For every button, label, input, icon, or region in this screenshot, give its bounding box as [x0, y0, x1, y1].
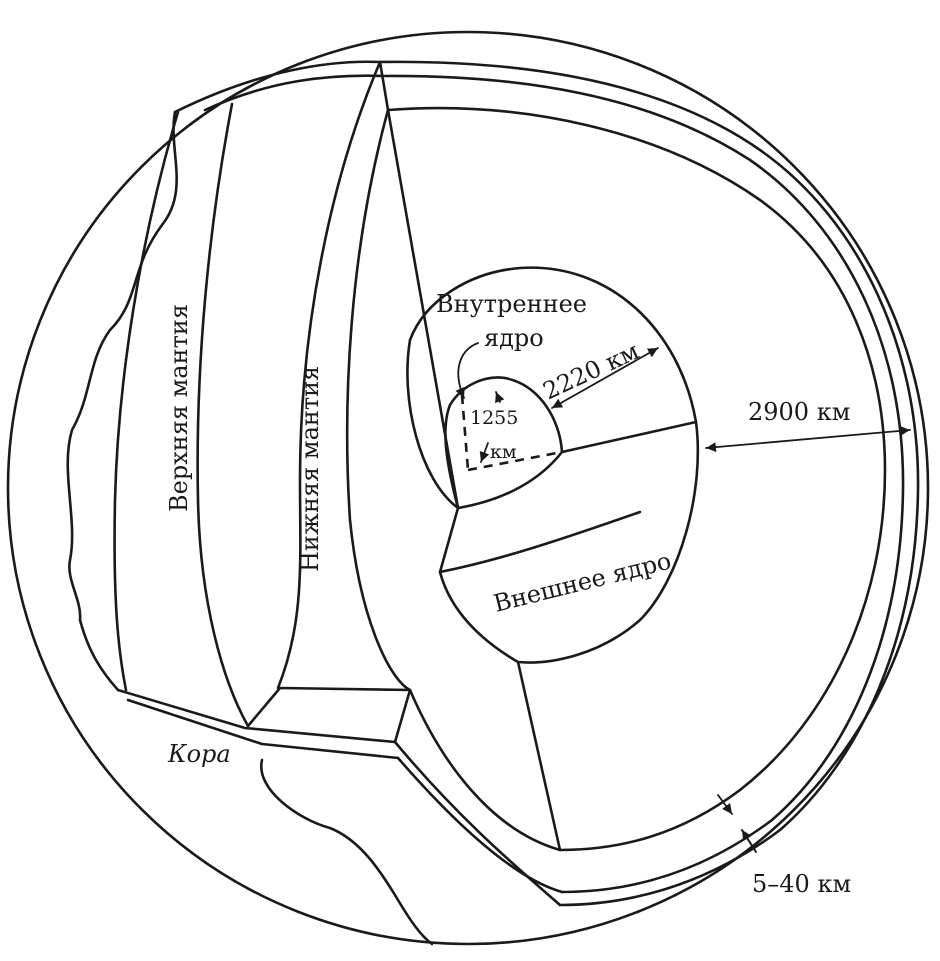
label-inner-core-2: ядро — [484, 324, 544, 352]
arrow-crust-top — [717, 794, 733, 815]
crust-leader — [741, 829, 757, 853]
lower-mantle-slice-line — [276, 60, 382, 690]
crust-band-outer — [173, 60, 920, 907]
front-wedge-line-2 — [396, 756, 564, 894]
arrow-1255-down — [479, 442, 490, 463]
label-2900: 2900 км — [748, 398, 850, 426]
outer-core-cut-horizontal — [560, 420, 698, 454]
arrow-1255 — [495, 391, 505, 404]
label-upper-mantle: Верхняя мантия — [165, 304, 193, 512]
mantle-step — [246, 686, 412, 744]
upper-mantle-slice-line — [196, 102, 250, 728]
arrow-2220 — [551, 347, 659, 409]
label-crust: Кора — [167, 740, 231, 768]
upper-mantle-slice-outer — [113, 110, 180, 692]
label-crust-thickness: 5–40 км — [752, 870, 851, 898]
inner-core-dashed-left — [460, 394, 470, 471]
outer-core-boundary — [406, 266, 700, 664]
mantle-radial-cut2 — [378, 60, 390, 112]
front-wedge-line — [393, 740, 562, 907]
arrow-inner-core-label — [455, 342, 479, 399]
lower-mantle-slice-inner — [345, 108, 412, 692]
label-lower-mantle: Нижняя мантия — [296, 366, 324, 572]
crust-cut-bottom-2 — [126, 698, 400, 760]
label-2220: 2220 км — [539, 337, 644, 406]
label-outer-core: Внешнее ядро — [491, 547, 674, 618]
crust-cut-bottom — [116, 688, 397, 744]
crust-band-inner — [203, 74, 905, 894]
continent-bottom — [260, 758, 434, 946]
mantle-front-boundary — [386, 106, 887, 852]
inner-core-boundary — [444, 376, 564, 510]
label-1255-unit: км — [490, 441, 517, 463]
label-1255: 1255 — [470, 407, 518, 429]
outer-core-cut-lower — [438, 506, 642, 574]
core-radial-bottom — [516, 660, 562, 852]
front-wedge-curve — [408, 688, 562, 852]
globe-outline — [6, 30, 930, 946]
label-inner-core-1: Внутреннее — [436, 290, 587, 318]
arrow-2900 — [705, 425, 911, 453]
continent-left — [66, 110, 178, 692]
